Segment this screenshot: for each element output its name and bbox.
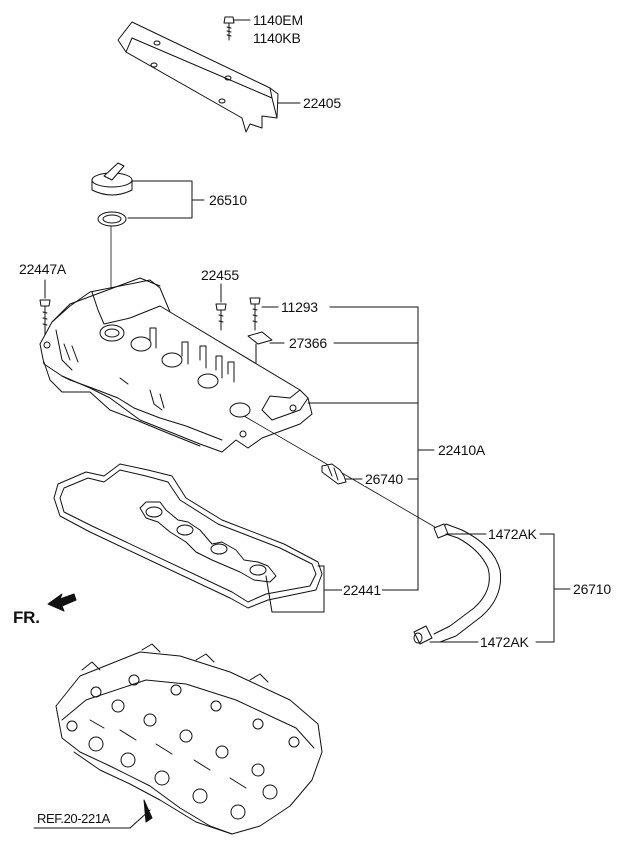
label-26510: 26510 xyxy=(208,192,248,208)
engine-cover-22405 xyxy=(117,21,279,133)
label-26740: 26740 xyxy=(364,471,404,487)
bolt-22447a xyxy=(39,299,51,337)
label-front: FR. xyxy=(12,608,41,627)
head-cover-gasket-22441 xyxy=(53,463,323,609)
cylinder-head-cover xyxy=(39,277,313,453)
bolt-1140em xyxy=(223,16,235,41)
label-1140kb: 1140KB xyxy=(252,30,302,46)
label-27366: 27366 xyxy=(288,335,328,351)
label-22447a: 22447A xyxy=(18,261,68,277)
hose-clamp-top xyxy=(433,523,449,539)
label-1472ak-bottom: 1472AK xyxy=(479,634,530,650)
pcv-valve-26740 xyxy=(321,463,347,485)
label-22455: 22455 xyxy=(200,267,240,283)
cylinder-head-ref xyxy=(55,643,323,835)
label-22405: 22405 xyxy=(302,95,342,111)
bracket-26710 xyxy=(535,533,555,643)
label-26710: 26710 xyxy=(572,581,612,597)
label-1472ak-top: 1472AK xyxy=(487,526,538,542)
bolt-22455 xyxy=(215,303,227,331)
filler-cap-gasket xyxy=(97,211,127,227)
leader-26510 xyxy=(127,180,193,219)
leader-22441 xyxy=(265,565,325,613)
hose-clamp-bottom xyxy=(413,625,433,645)
front-arrow-icon xyxy=(47,593,77,612)
bolt-11293 xyxy=(249,297,261,331)
oil-filler-cap xyxy=(91,162,133,196)
ref-leader xyxy=(33,809,151,829)
label-1140em: 1140EM xyxy=(252,12,304,28)
label-ref: REF.20-221A xyxy=(36,811,111,826)
label-22441: 22441 xyxy=(342,582,382,598)
ref-arrow-icon xyxy=(143,799,153,823)
label-22410a: 22410A xyxy=(437,442,487,458)
label-11293: 11293 xyxy=(280,299,319,315)
